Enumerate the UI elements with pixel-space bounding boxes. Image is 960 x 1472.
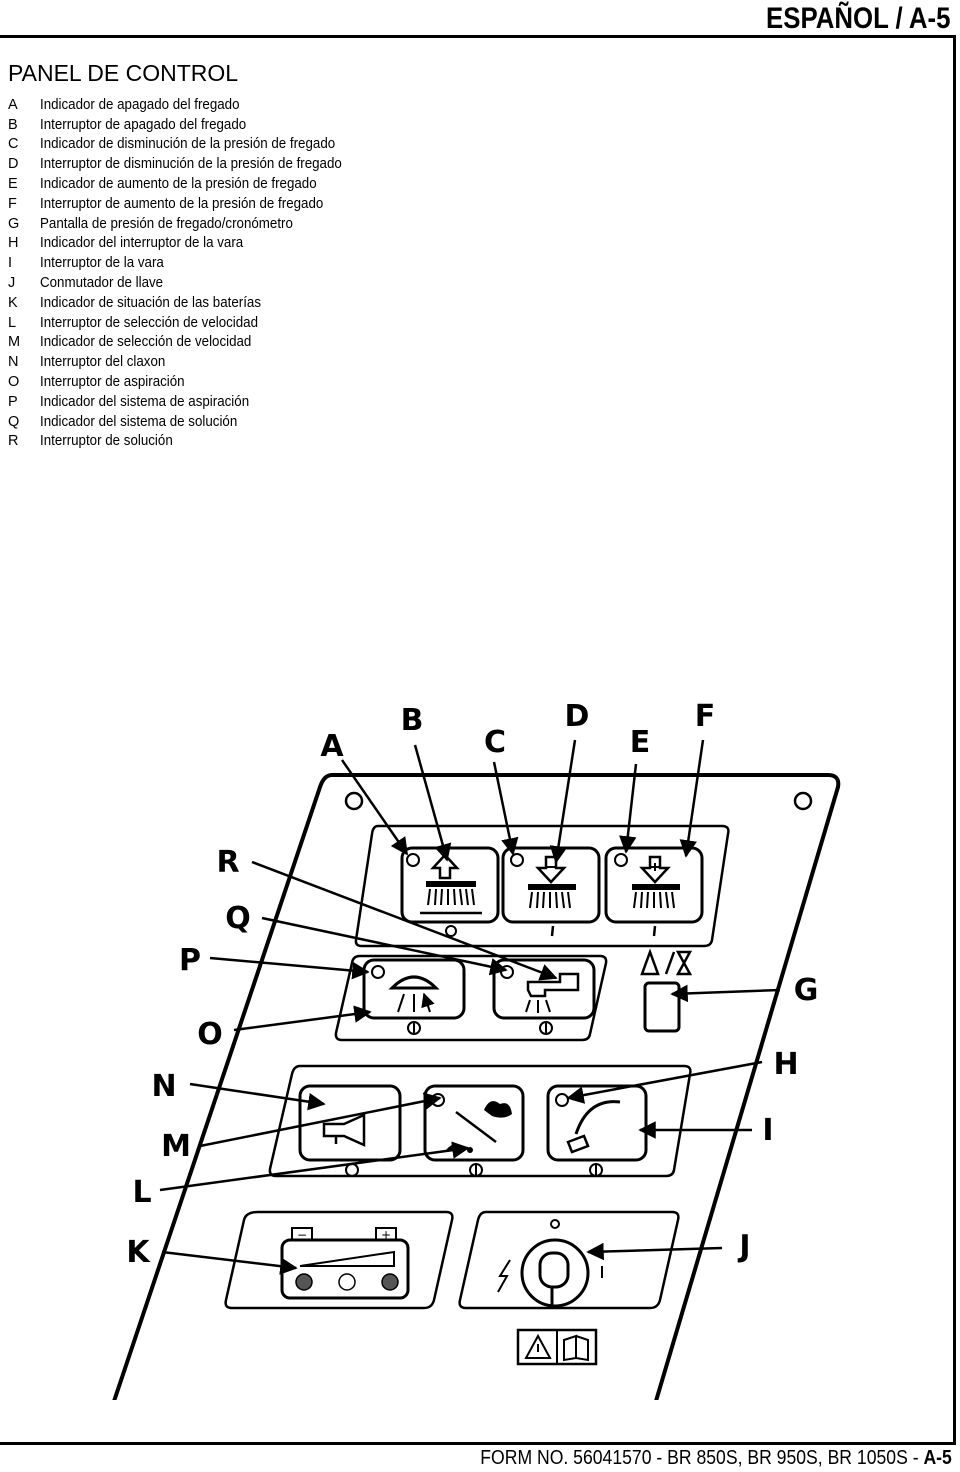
battery-icon: − + bbox=[280, 1227, 410, 1300]
callout-b: B bbox=[401, 703, 424, 738]
callout-o: O bbox=[197, 1017, 223, 1052]
callout-labels: A B C D E F G H I J K L M N O P Q R bbox=[126, 699, 818, 1270]
page-frame bbox=[0, 35, 956, 1445]
callout-e: E bbox=[630, 725, 651, 760]
callout-q: Q bbox=[225, 901, 251, 936]
pressure-timer-display bbox=[640, 948, 693, 1033]
battery-subpanel: − + bbox=[224, 1210, 454, 1310]
solution-icon bbox=[525, 972, 580, 1013]
panel-outline bbox=[112, 773, 841, 1400]
scrub-off-button[interactable] bbox=[400, 846, 500, 924]
callout-g: G bbox=[794, 973, 819, 1008]
svg-text:+: + bbox=[381, 1228, 391, 1242]
callout-j: J bbox=[737, 1229, 750, 1264]
callout-l: L bbox=[132, 1175, 151, 1210]
section-title: PANEL DE CONTROL bbox=[8, 60, 239, 86]
leader-lines bbox=[159, 739, 781, 1275]
scrub-increase-icon bbox=[632, 855, 680, 909]
lightning-icon bbox=[497, 1259, 511, 1293]
callout-a: A bbox=[320, 729, 344, 764]
callout-h: H bbox=[773, 1047, 798, 1082]
key-switch-subpanel bbox=[458, 1210, 680, 1366]
callout-n: N bbox=[151, 1069, 176, 1104]
horn-icon bbox=[322, 1113, 366, 1147]
callout-d: D bbox=[565, 699, 590, 734]
wand-button[interactable] bbox=[546, 1084, 648, 1162]
scrub-off-icon bbox=[420, 853, 482, 915]
page-footer: FORM NO. 56041570 - BR 850S, BR 950S, BR… bbox=[480, 1447, 952, 1469]
page-header: ESPAÑOL / A-5 bbox=[765, 2, 950, 35]
callout-k: K bbox=[126, 1235, 151, 1270]
svg-text:−: − bbox=[297, 1228, 307, 1242]
callout-c: C bbox=[484, 725, 506, 760]
horn-button[interactable] bbox=[298, 1084, 402, 1162]
horn-speed-wand-subpanel bbox=[268, 1064, 692, 1178]
callout-m: M bbox=[161, 1129, 191, 1164]
vacuum-icon bbox=[388, 975, 440, 1013]
solution-button[interactable] bbox=[492, 958, 596, 1020]
callout-i: I bbox=[762, 1113, 773, 1148]
vacuum-button[interactable] bbox=[362, 958, 466, 1020]
scrub-increase-button[interactable] bbox=[604, 846, 704, 924]
vacuum-solution-subpanel bbox=[334, 954, 608, 1042]
callout-p: P bbox=[179, 943, 201, 978]
wand-icon bbox=[566, 1100, 621, 1154]
key-switch[interactable] bbox=[520, 1219, 603, 1308]
scrub-decrease-icon bbox=[528, 855, 576, 909]
control-panel-diagram: − + A B C bbox=[112, 699, 841, 1400]
callout-f: F bbox=[695, 699, 716, 734]
scrub-decrease-button[interactable] bbox=[501, 846, 601, 924]
callout-r: R bbox=[216, 845, 239, 880]
scrub-subpanel bbox=[354, 824, 730, 948]
speed-select-icon bbox=[446, 1101, 512, 1153]
warning-timer-icon bbox=[640, 948, 693, 976]
warning-manual-icon bbox=[516, 1328, 598, 1366]
